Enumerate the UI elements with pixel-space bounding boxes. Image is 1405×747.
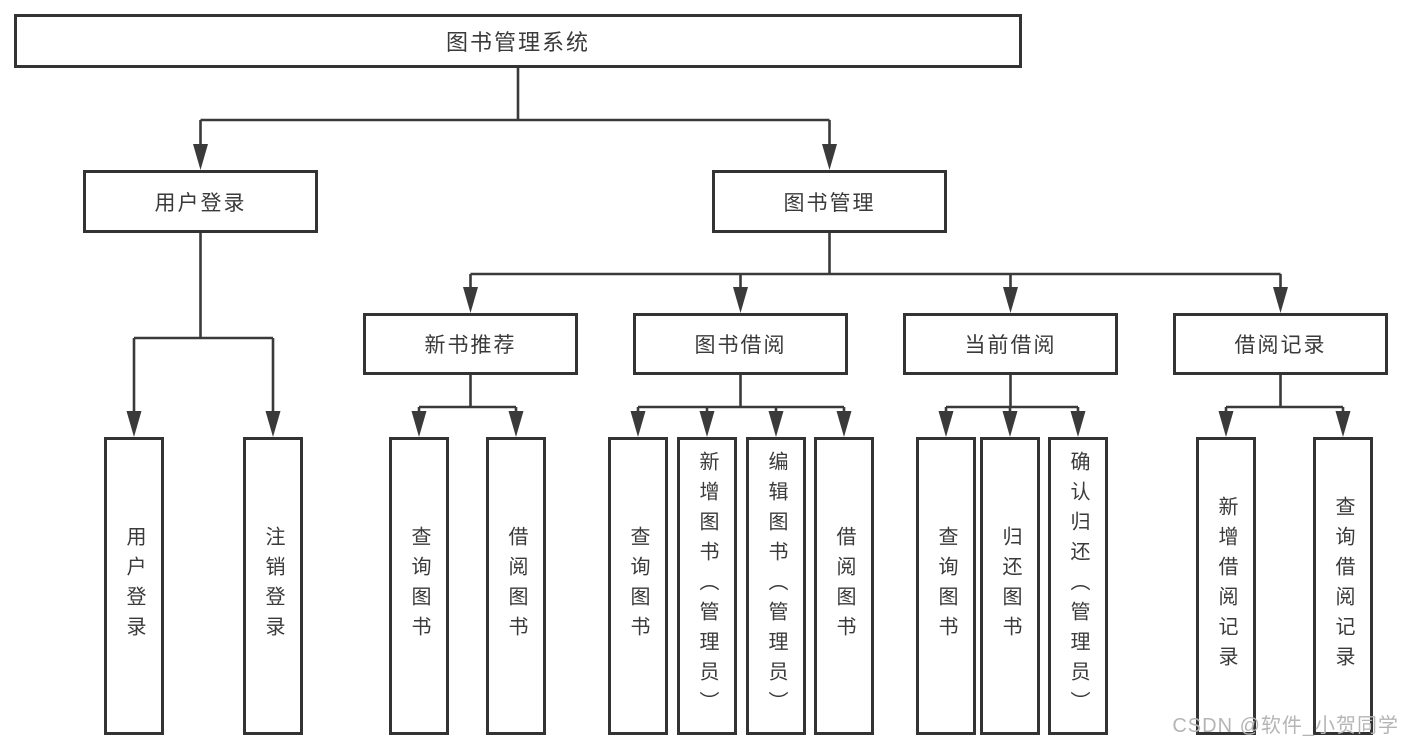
node-label: 图书管理系统 [445,30,590,55]
leaf-current-confirm-return-admin: 确认归还（管理员） [1048,437,1108,735]
leaf-label: 用户登录 [123,526,145,646]
node-library-management-system: 图书管理系统 [14,14,1022,68]
leaf-query-borrow-record: 查询借阅记录 [1313,437,1373,735]
node-label: 新书推荐 [424,334,517,357]
node-book-borrowing: 图书借阅 [633,313,848,375]
leaf-label: 借阅图书 [505,526,527,646]
leaf-current-return-books: 归还图书 [980,437,1040,735]
csdn-watermark: CSDN @软件_小贺同学 [1172,715,1399,737]
node-current-borrowing: 当前借阅 [903,313,1118,375]
leaf-label: 查询借阅记录 [1332,496,1354,676]
node-label: 借阅记录 [1234,334,1327,357]
leaf-label: 新增图书（管理员） [696,451,718,721]
leaf-label: 确认归还（管理员） [1067,451,1089,721]
node-label: 图书借阅 [694,334,787,357]
node-label: 用户登录 [154,191,247,215]
leaf-label: 编辑图书（管理员） [765,451,787,721]
node-borrowing-records: 借阅记录 [1173,313,1388,375]
leaf-label: 查询图书 [935,526,957,646]
node-new-book-recommend: 新书推荐 [363,313,578,375]
leaf-newbook-query-books: 查询图书 [389,437,449,735]
leaf-label: 注销登录 [262,526,284,646]
leaf-label: 查询图书 [627,526,649,646]
leaf-newbook-borrow-books: 借阅图书 [486,437,546,735]
node-book-management: 图书管理 [712,170,947,233]
connector-arrowheads [126,144,1351,437]
leaf-borrow-edit-books-admin: 编辑图书（管理员） [746,437,806,735]
leaf-borrow-add-books-admin: 新增图书（管理员） [677,437,737,735]
leaf-add-borrow-record: 新增借阅记录 [1196,437,1256,735]
leaf-user-login: 用户登录 [104,437,164,735]
leaf-logout: 注销登录 [243,437,303,735]
node-label: 图书管理 [783,191,876,215]
leaf-borrow-borrow-books: 借阅图书 [814,437,874,735]
node-label: 当前借阅 [964,334,1057,357]
leaf-current-query-books: 查询图书 [916,437,976,735]
leaf-borrow-query-books: 查询图书 [608,437,668,735]
leaf-label: 查询图书 [408,526,430,646]
leaf-label: 借阅图书 [833,526,855,646]
leaf-label: 归还图书 [999,526,1021,646]
leaf-label: 新增借阅记录 [1215,496,1237,676]
node-user-login: 用户登录 [83,170,318,233]
